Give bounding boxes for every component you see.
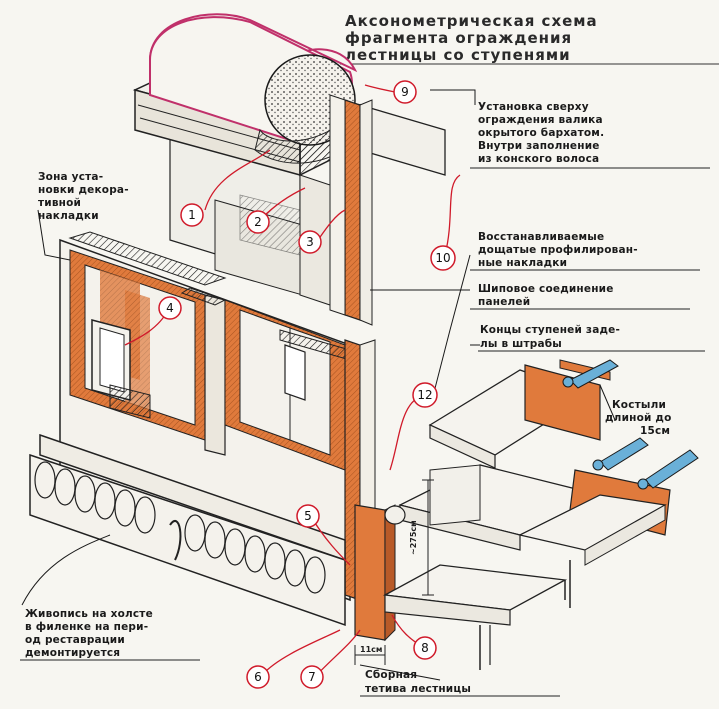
- svg-text:15см: 15см: [640, 425, 670, 437]
- svg-text:6: 6: [254, 670, 262, 684]
- svg-text:4: 4: [166, 301, 174, 315]
- title-line-3: лестницы со ступенями: [345, 46, 571, 64]
- svg-text:Восстанавливаемые: Восстанавливаемые: [478, 231, 604, 243]
- svg-text:12: 12: [417, 388, 432, 402]
- label-rail-top: Установка сверху ограждения валика окрыт…: [470, 101, 710, 169]
- svg-text:Установка сверху: Установка сверху: [478, 101, 589, 113]
- label-step-ends: Концы ступеней заде- лы в штрабы: [478, 324, 705, 352]
- svg-text:7: 7: [308, 670, 316, 684]
- svg-text:демонтируется: демонтируется: [25, 647, 120, 659]
- callouts: 1 2 3 4 5 6 7 8 9 10 12: [158, 80, 456, 689]
- svg-text:5: 5: [304, 509, 312, 523]
- svg-text:из конского волоса: из конского волоса: [478, 153, 599, 165]
- staircase: [354, 359, 671, 670]
- svg-text:окрытого бархатом.: окрытого бархатом.: [478, 127, 604, 139]
- carved-ornament: [34, 461, 326, 594]
- svg-text:Концы ступеней заде-: Концы ступеней заде-: [480, 324, 620, 336]
- label-crutches: Костыли длиной до 15см: [605, 399, 672, 437]
- svg-text:Сборная: Сборная: [365, 669, 417, 681]
- svg-text:длиной до: длиной до: [605, 412, 672, 424]
- svg-text:2: 2: [254, 215, 262, 229]
- callout-6: 6: [246, 665, 270, 689]
- handrail-assembly: [132, 13, 446, 326]
- height-dimension: ~275см: [409, 520, 418, 555]
- callout-12: 12: [412, 382, 438, 408]
- callout-7: 7: [300, 665, 324, 689]
- svg-text:8: 8: [421, 641, 429, 655]
- svg-text:Зона уста-: Зона уста-: [38, 171, 103, 183]
- svg-text:ограждения валика: ограждения валика: [478, 114, 603, 126]
- svg-text:Костыли: Костыли: [612, 399, 666, 411]
- label-decor-zone: Зона уста- новки декора- тивной накладки: [38, 171, 129, 222]
- svg-text:Живопись на холсте: Живопись на холсте: [25, 608, 153, 620]
- title-block: Аксонометрическая схема фрагмента огражд…: [340, 12, 719, 65]
- label-plank-overlays: Восстанавливаемые дощатые профилирован- …: [470, 231, 700, 271]
- callout-5: 5: [296, 504, 320, 528]
- svg-text:тетива лестницы: тетива лестницы: [365, 683, 471, 695]
- svg-text:тивной: тивной: [38, 197, 81, 209]
- svg-text:Внутри заполнение: Внутри заполнение: [478, 140, 600, 152]
- label-tenon-joint: Шиповое соединение панелей: [470, 283, 690, 310]
- callout-9: 9: [393, 80, 417, 104]
- title-line-1: Аксонометрическая схема: [345, 12, 598, 30]
- title-line-2: фрагмента ограждения: [345, 29, 572, 47]
- label-painting: Живопись на холсте в филенке на пери- од…: [20, 608, 200, 661]
- callout-1: 1: [180, 203, 204, 227]
- svg-text:лы в штрабы: лы в штрабы: [480, 338, 562, 350]
- panel-wall: [29, 231, 376, 627]
- svg-text:в филенке на пери-: в филенке на пери-: [25, 621, 148, 633]
- dimension-lines: [354, 479, 434, 665]
- svg-text:3: 3: [306, 235, 314, 249]
- label-stringer: Сборная тетива лестницы: [360, 669, 560, 697]
- callout-4: 4: [158, 296, 182, 320]
- svg-text:накладки: накладки: [38, 210, 99, 222]
- svg-text:новки декора-: новки декора-: [38, 184, 129, 196]
- callout-10: 10: [430, 245, 456, 271]
- svg-text:ные накладки: ные накладки: [478, 257, 567, 269]
- svg-text:Шиповое соединение: Шиповое соединение: [478, 283, 614, 295]
- svg-text:9: 9: [401, 85, 409, 99]
- callout-3: 3: [298, 230, 322, 254]
- svg-text:дощатые профилирован-: дощатые профилирован-: [478, 244, 638, 256]
- svg-text:панелей: панелей: [478, 296, 530, 308]
- width-dimension: 11см: [360, 645, 382, 654]
- svg-text:10: 10: [435, 251, 450, 265]
- svg-text:од реставрации: од реставрации: [25, 634, 125, 646]
- annotation-leaders: [21, 89, 616, 681]
- metal-crutches: [562, 359, 699, 490]
- callout-8: 8: [413, 636, 437, 660]
- callout-2: 2: [246, 210, 270, 234]
- svg-text:1: 1: [188, 208, 196, 222]
